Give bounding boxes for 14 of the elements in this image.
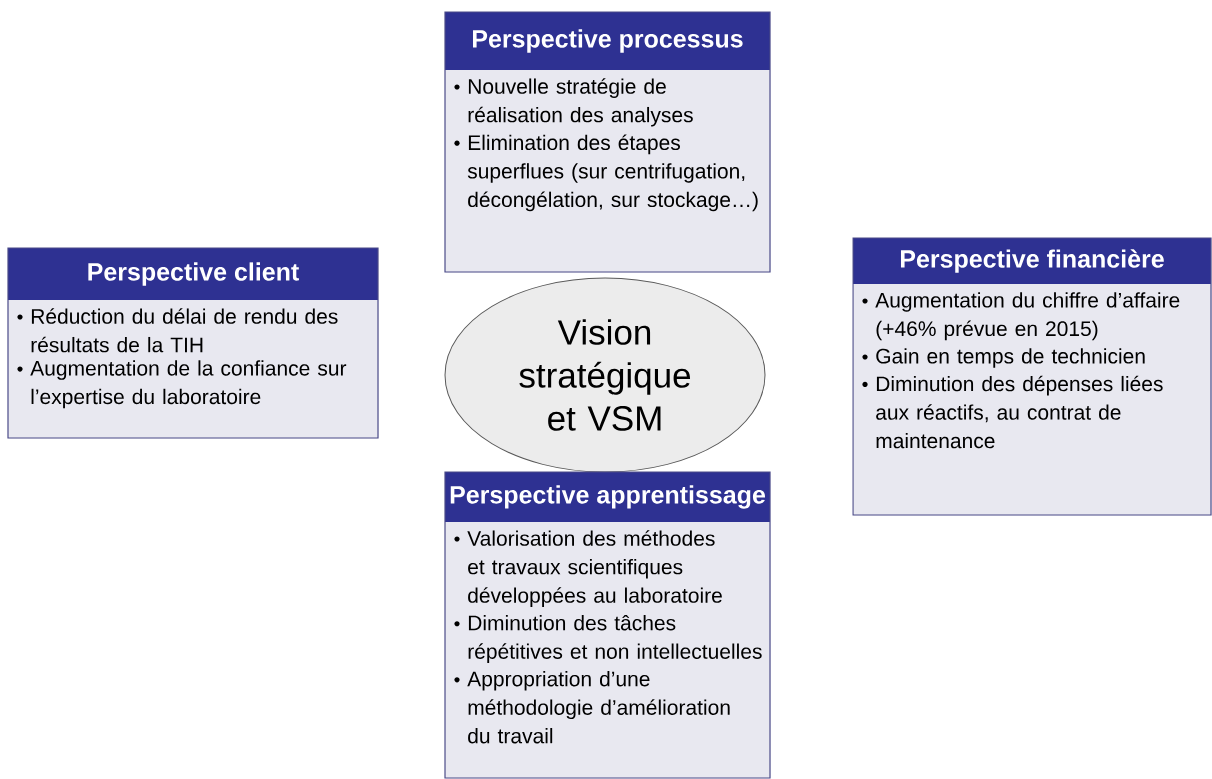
bullet-item: Diminution des dépenses liées aux réactifs, au contrat de maintenance bbox=[876, 375, 1163, 449]
bullet-item: Diminution des tâches répétitives et non intellectuelles bbox=[468, 614, 762, 664]
bullet-item: Augmentation de la confiance sur l’expertise du laboratoire bbox=[30, 360, 347, 409]
card-heading: Perspective financière bbox=[901, 249, 1164, 273]
card-heading: Perspective client bbox=[88, 262, 299, 286]
card-heading: Perspective processus bbox=[473, 29, 743, 53]
bullet-item: Gain en temps de technicien bbox=[876, 348, 1145, 368]
bullet-item: Nouvelle stratégie de réalisation des analyses bbox=[468, 78, 693, 127]
card-heading: Perspective apprentissage bbox=[450, 485, 765, 509]
bullet-item: Appropriation d’une méthodologie d’amélioration du travail bbox=[467, 671, 730, 744]
bullet-item: Réduction du délai de rendu des résultats de la TIH bbox=[31, 308, 338, 353]
bullet-item: Valorisation des méthodes et travaux scientifiques développées au laboratoire bbox=[467, 530, 722, 608]
bullet-item: Elimination des étapes superflues (sur centrifugation, décongélation, sur stockage…) bbox=[467, 134, 758, 212]
bullet-item: Augmentation du chiffre d’affaire (+46% prévue en 2015) bbox=[875, 292, 1180, 341]
